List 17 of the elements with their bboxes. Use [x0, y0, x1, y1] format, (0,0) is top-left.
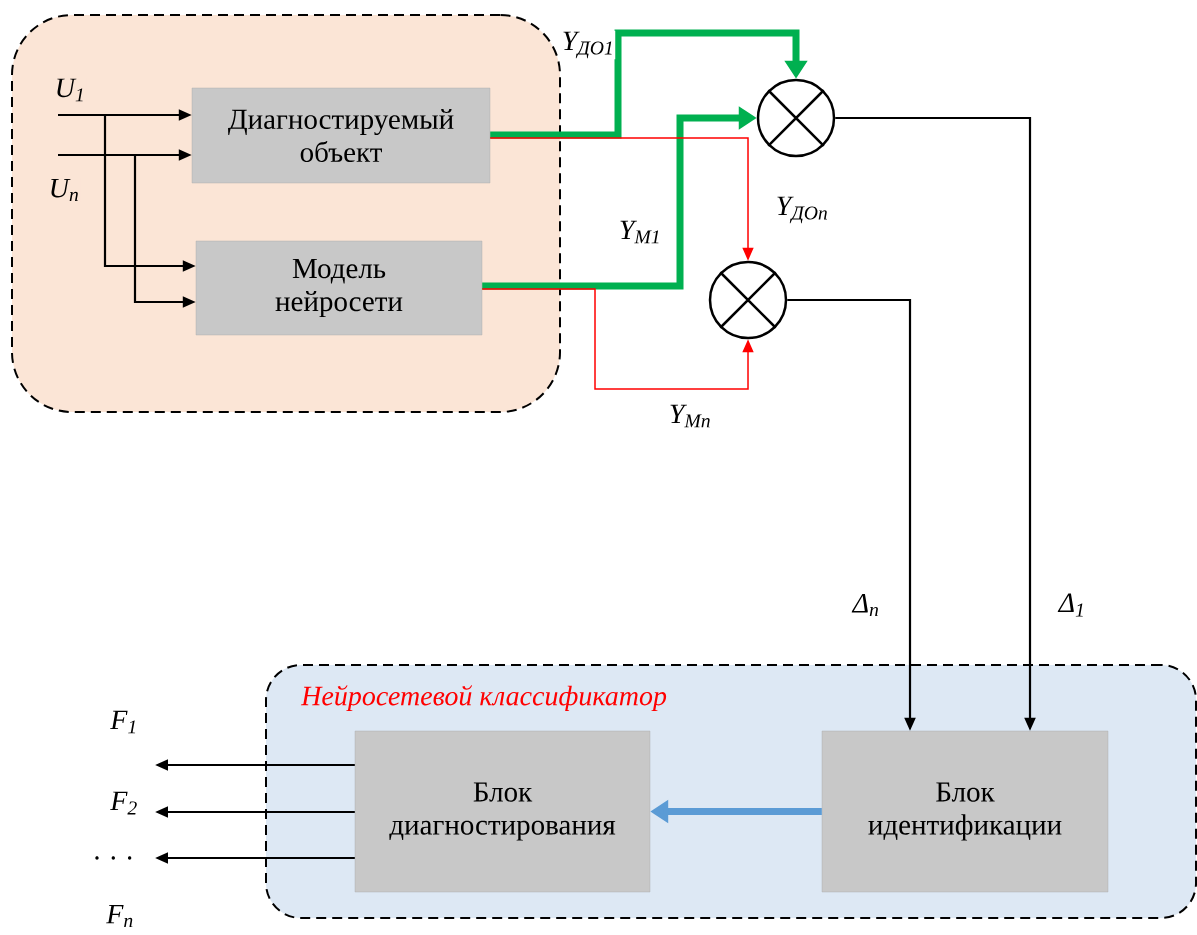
multiplier-circle: [708, 260, 788, 340]
process-box: Модель нейросети: [195, 240, 483, 336]
edge-label: . . .: [93, 855, 135, 861]
edge-label: Y$_{ДОn}$: [774, 195, 830, 225]
process-box: Блок диагностирования: [354, 730, 651, 893]
edge-label: Δ$_{1}$: [1057, 592, 1087, 618]
edge-label: Y$_{ДО1}$: [560, 30, 616, 60]
edge-label: F$_{1}$: [109, 709, 139, 735]
edge-label: Y$_{M1}$: [617, 219, 663, 245]
multiplier-circle: [756, 78, 836, 158]
process-box: Блок идентификации: [821, 730, 1109, 893]
process-box: Диагностируемый объект: [191, 87, 491, 184]
signal-label: F$_{n}$: [106, 905, 133, 928]
edge-label: F$_{2}$: [109, 790, 139, 816]
edge-label: Δ$_{n}$: [851, 592, 881, 618]
edge-label: Y$_{Mn}$: [667, 403, 713, 429]
arrow: [481, 288, 754, 390]
